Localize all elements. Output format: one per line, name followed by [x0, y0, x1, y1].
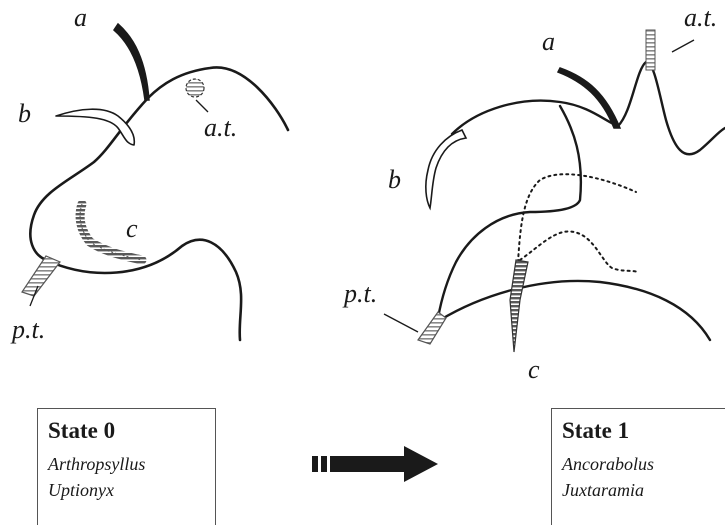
state-1-title: State 1 [562, 418, 630, 443]
left-posterior-tubercle [21, 255, 61, 297]
left-label-at: a.t. [204, 113, 237, 142]
state-0-taxon: Uptionyx [48, 480, 114, 500]
right-body-outline-upper [450, 60, 725, 156]
state-1-taxon: Ancorabolus [562, 454, 654, 474]
left-appendage-a [113, 22, 150, 101]
right-label-pt: p.t. [342, 279, 377, 308]
state-1-box: State 1 Ancorabolus Juxtaramia [551, 408, 725, 525]
right-body-outline-lower [438, 279, 712, 342]
left-label-pt: p.t. [10, 315, 45, 344]
left-anterior-tubercle [185, 78, 205, 98]
right-label-at: a.t. [684, 3, 717, 32]
left-label-b: b [18, 99, 31, 128]
state-0-taxon: Arthropsyllus [48, 454, 146, 474]
right-figure: a b c a.t. p.t. [342, 3, 725, 384]
right-label-a: a [542, 27, 555, 56]
state-0-box: State 0 Arthropsyllus Uptionyx [37, 408, 216, 525]
right-label-b: b [388, 165, 401, 194]
right-dotted-outline-2 [519, 230, 639, 273]
left-figure: a b c a.t. p.t. [10, 3, 290, 344]
left-label-a: a [74, 3, 87, 32]
left-body-outline [29, 66, 290, 342]
state-0-title: State 0 [48, 418, 116, 443]
right-anterior-tubercle [645, 29, 656, 71]
right-appendage-b [425, 128, 468, 211]
transition-arrow [312, 446, 438, 482]
right-body-lobe [436, 104, 582, 320]
right-dotted-outline-1 [517, 173, 637, 263]
right-posterior-tubercle [417, 311, 447, 345]
left-appendage-b [55, 108, 136, 146]
right-appendage-a [556, 67, 622, 129]
right-appendage-c [509, 259, 529, 353]
left-label-c: c [126, 214, 138, 243]
state-1-taxon: Juxtaramia [562, 480, 644, 500]
right-label-c: c [528, 355, 540, 384]
